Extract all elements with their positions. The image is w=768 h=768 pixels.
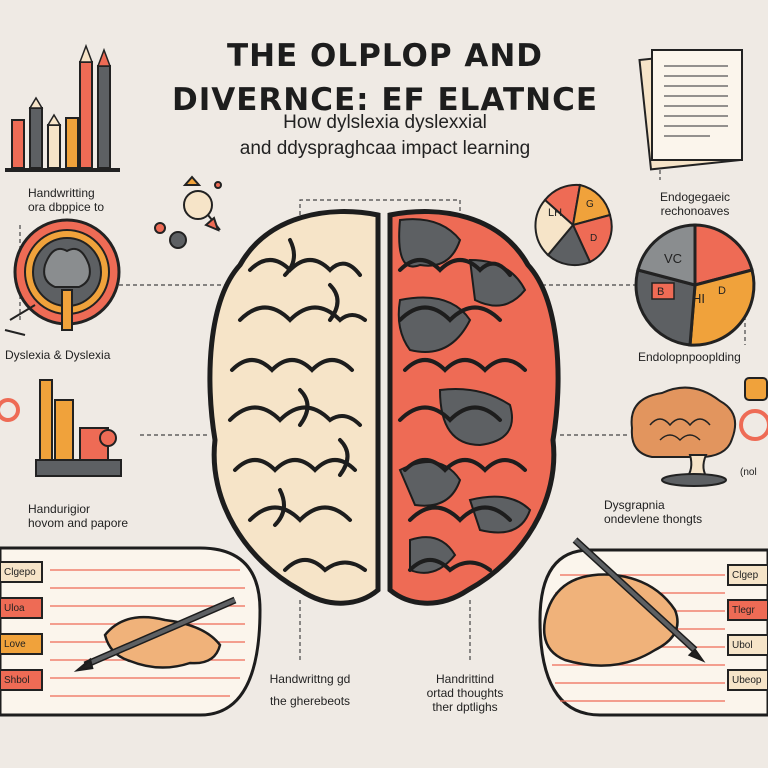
central-brain-illustration	[207, 209, 561, 606]
block-chart-icon	[0, 379, 122, 477]
handurigior-label-line-1: Handurigior	[28, 502, 91, 516]
handwriting-label-line-1: Handwritting	[28, 186, 95, 200]
large-pie-chart	[634, 223, 756, 347]
small-pie-label-g: G	[586, 199, 594, 210]
right-row-label-3: Ubol	[732, 640, 753, 651]
page-title: THE OLPLOP AND DIVERNCE: EF ELATNCE	[150, 34, 620, 122]
right-row-label-4: Ubeop	[732, 675, 762, 686]
endolop-label: Endolopnpooplding	[638, 350, 741, 364]
left-row-label-1: Clgepo	[4, 567, 36, 578]
left-row-label-2: Uloa	[4, 603, 25, 614]
small-pie-label-lh: LH	[548, 207, 563, 219]
document-stack-icon	[638, 49, 743, 171]
pie-label-b: B	[657, 286, 665, 298]
small-pie-label-d: D	[590, 233, 598, 244]
title-line-1: THE OLPLOP AND	[226, 38, 544, 74]
bottom-center-left-label: Handwrittng gd the gherebeots	[245, 672, 375, 708]
endogeo-label-line-1: Endogegaeic	[659, 190, 731, 204]
right-notepad-illustration	[538, 537, 768, 717]
bottom-center-right-line-2: ortad thoughts	[426, 686, 504, 700]
left-hand-pencil-icon	[73, 596, 237, 672]
bottom-center-left-line-1: Handwrittng gd	[269, 672, 351, 686]
title-line-2: DIVERNCE: EF ELATNCE	[171, 82, 599, 118]
endogeo-label: Endogegaeic rechonoaves	[640, 190, 750, 218]
subtitle-line-2: and ddyspraghcaa impact learning	[239, 138, 531, 159]
pie-label-d: D	[718, 285, 726, 297]
handwriting-label: Handwritting ora dbppice to	[28, 186, 104, 214]
handurigior-label-line-2: hovom and papore	[28, 516, 129, 530]
pencil-bar-chart-icon	[5, 43, 120, 172]
magnifier-icon	[154, 175, 222, 249]
right-row-label-1: Clgep	[732, 570, 759, 581]
left-notepad-illustration	[0, 546, 262, 717]
dyslexia-label: Dyslexia & Dyslexia	[5, 348, 111, 362]
bottom-center-left-line-2: the gherebeots	[269, 694, 351, 708]
right-row-label-2: Tlegr	[732, 605, 755, 616]
dysgraphia-label-line-2: ondevlene thongts	[604, 512, 703, 526]
endogeo-label-line-2: rechonoaves	[660, 204, 730, 218]
dysgraphia-label: Dysgrapnia ondevlene thongts	[604, 498, 702, 526]
bottom-center-right-line-3: ther dptlighs	[432, 700, 498, 714]
page-subtitle: How dylslexia dyslexxial and ddyspraghca…	[170, 110, 600, 162]
head-brain-icon	[4, 218, 121, 336]
left-row-label-4: Shbol	[4, 675, 30, 686]
dysgraphia-label-line-1: Dysgrapnia	[604, 498, 665, 512]
side-note-label: (nol	[740, 467, 757, 478]
right-hand-pencil-icon	[542, 537, 706, 667]
left-row-label-3: Love	[4, 639, 26, 650]
subtitle-line-1: How dylslexia dyslexxial	[283, 112, 487, 133]
brain-model-icon	[630, 377, 768, 487]
bottom-center-right-line-1: Handrittind	[435, 672, 495, 686]
handurigior-label: Handurigior hovom and papore	[28, 502, 128, 530]
bottom-center-right-label: Handrittind ortad thoughts ther dptlighs	[405, 672, 525, 714]
small-pie-chart	[534, 183, 613, 267]
handwriting-label-line-2: ora dbppice to	[28, 200, 105, 214]
pie-label-vc: VC	[664, 251, 683, 266]
pie-label-hi: HI	[692, 291, 705, 306]
